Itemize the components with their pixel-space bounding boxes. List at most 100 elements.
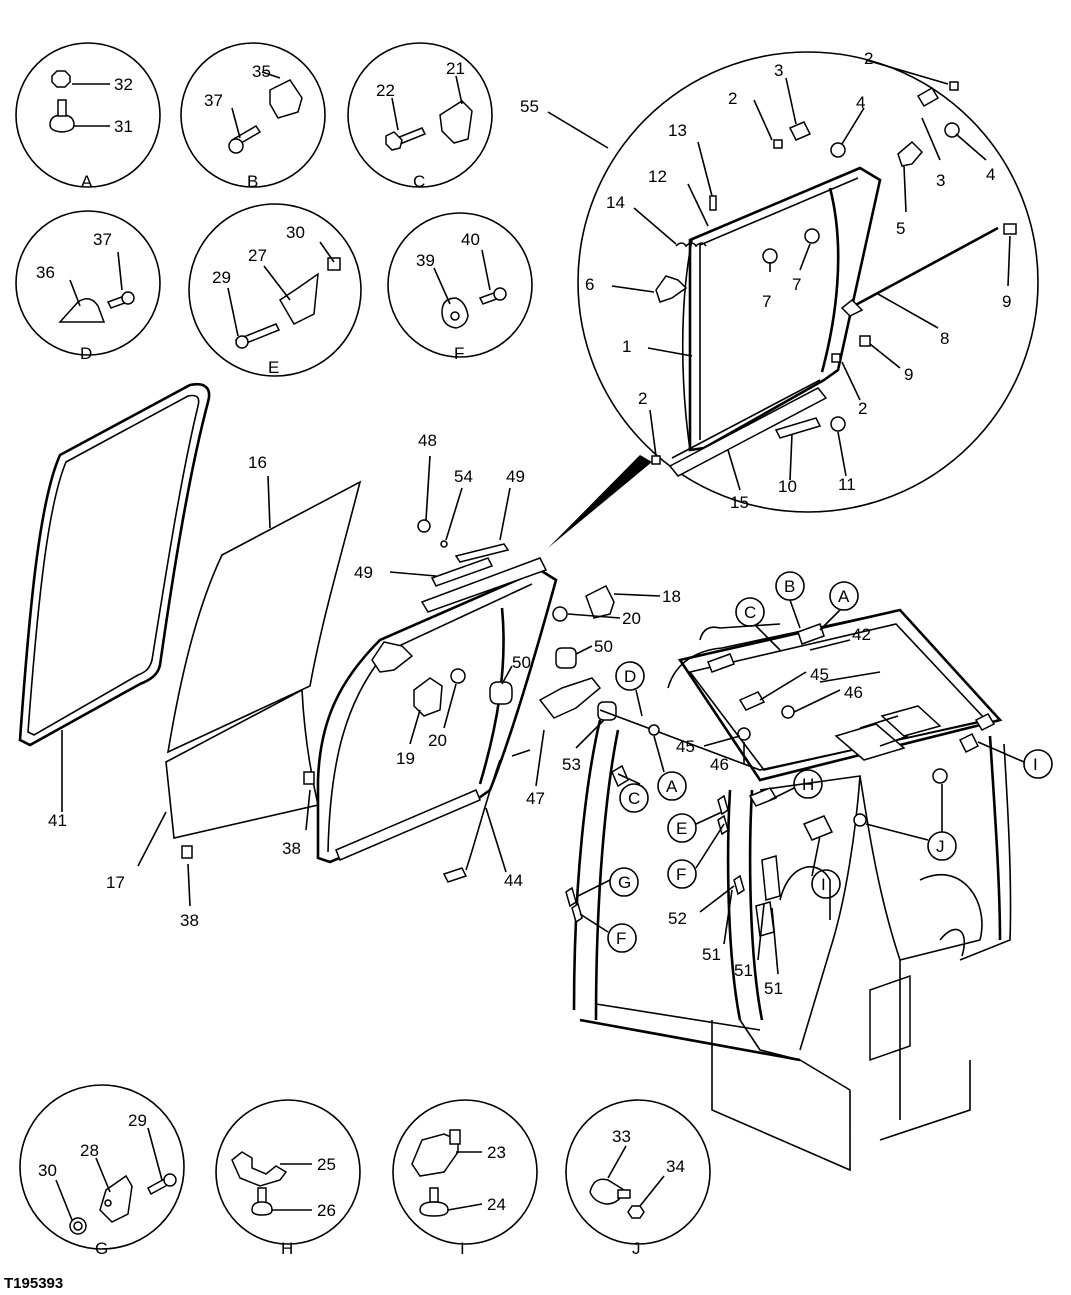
detail-label-a: A <box>81 172 93 191</box>
callout-55-2b: 2 <box>728 89 737 108</box>
callout-29-e: 29 <box>212 268 231 287</box>
callout-24: 24 <box>487 1195 506 1214</box>
detail-label-h: H <box>281 1239 293 1258</box>
callout-55-2a: 2 <box>864 49 873 68</box>
callout-55-15: 15 <box>730 493 749 512</box>
detail-circle-g: 30 28 29 G <box>19 1084 185 1258</box>
callout-55-9a: 9 <box>1002 292 1011 311</box>
cab-callout-52: 52 <box>668 909 687 928</box>
callout-55-7a: 7 <box>762 292 771 311</box>
cab-callout-45-a: 45 <box>810 665 829 684</box>
callout-50-b: 50 <box>512 653 531 672</box>
callout-55-5: 5 <box>896 219 905 238</box>
cab-callout-46-b: 46 <box>710 755 729 774</box>
callout-55-4a: 4 <box>856 93 865 112</box>
callout-55-12: 12 <box>648 167 667 186</box>
cab-structure: C B A 42 45 46 45 46 D A C H E F G F I I… <box>565 571 1053 1172</box>
callout-55-3b: 3 <box>936 171 945 190</box>
cab-callout-g: G <box>618 873 631 892</box>
callout-49-a: 49 <box>506 467 525 486</box>
cab-callout-i-center: I <box>821 875 826 894</box>
callout-16: 16 <box>248 453 267 472</box>
cab-callout-j: J <box>936 837 945 856</box>
callout-25: 25 <box>317 1155 336 1174</box>
callout-55-9b: 9 <box>904 365 913 384</box>
cab-callout-e: E <box>676 819 687 838</box>
cab-callout-51-a: 51 <box>702 945 721 964</box>
callout-40: 40 <box>461 230 480 249</box>
callout-55-4b: 4 <box>986 165 995 184</box>
callout-38-b: 38 <box>180 911 199 930</box>
callout-55-2d: 2 <box>638 389 647 408</box>
callout-41: 41 <box>48 811 67 830</box>
detail-label-c: C <box>413 172 425 191</box>
callout-47: 47 <box>526 789 545 808</box>
detail-label-g: G <box>95 1239 108 1258</box>
callout-39: 39 <box>416 251 435 270</box>
detail-circle-i: 23 24 I <box>392 1099 538 1258</box>
detail-circle-b: 35 37 B <box>180 42 326 191</box>
detail-circle-c: 21 22 C <box>347 42 493 191</box>
cab-callout-45-b: 45 <box>676 737 695 756</box>
callout-34: 34 <box>666 1157 685 1176</box>
cab-callout-a-top: A <box>838 587 850 606</box>
cab-callout-f-right: F <box>676 865 686 884</box>
figure-reference: T195393 <box>4 1275 63 1292</box>
callout-55-10: 10 <box>778 477 797 496</box>
door-seal-41: 41 <box>18 382 211 830</box>
door-frame: 48 54 49 49 18 20 50 50 19 20 53 47 44 <box>316 431 681 890</box>
detail-circle-f: 39 40 F <box>387 212 533 363</box>
callout-55-14: 14 <box>606 193 625 212</box>
detail-circle-e: 30 27 29 E <box>188 203 362 377</box>
callout-31: 31 <box>114 117 133 136</box>
cab-callout-46-a: 46 <box>844 683 863 702</box>
cab-callout-d: D <box>624 667 636 686</box>
callout-28: 28 <box>80 1141 99 1160</box>
detail-label-f: F <box>454 344 464 363</box>
detail-label-b: B <box>247 172 258 191</box>
callout-27: 27 <box>248 246 267 265</box>
callout-32: 32 <box>114 75 133 94</box>
callout-55-3a: 3 <box>774 61 783 80</box>
callout-22: 22 <box>376 81 395 100</box>
cab-callout-51-c: 51 <box>764 979 783 998</box>
detail-circle-d: 36 37 D <box>15 210 161 363</box>
detail-label-j: J <box>632 1239 641 1258</box>
callout-55: 55 <box>520 97 539 116</box>
callout-20-a: 20 <box>622 609 641 628</box>
callout-26: 26 <box>317 1201 336 1220</box>
callout-35: 35 <box>252 62 271 81</box>
callout-55-2c: 2 <box>858 399 867 418</box>
door-glass: 16 17 38 38 <box>106 453 362 930</box>
callout-55-13: 13 <box>668 121 687 140</box>
callout-50-a: 50 <box>594 637 613 656</box>
callout-23: 23 <box>487 1143 506 1162</box>
callout-55-8: 8 <box>940 329 949 348</box>
callout-30-g: 30 <box>38 1161 57 1180</box>
callout-53: 53 <box>562 755 581 774</box>
cab-callout-42: 42 <box>852 625 871 644</box>
detail-circle-55: 55 <box>520 49 1039 548</box>
callout-55-7b: 7 <box>792 275 801 294</box>
cab-callout-b: B <box>784 577 795 596</box>
callout-55-11: 11 <box>838 475 856 494</box>
callout-55-1: 1 <box>622 337 631 356</box>
detail-circle-a: 32 31 A <box>15 42 161 191</box>
detail-label-i: I <box>460 1239 465 1258</box>
callout-17: 17 <box>106 873 125 892</box>
cab-callout-i-right: I <box>1033 755 1038 774</box>
callout-37-d: 37 <box>93 230 112 249</box>
callout-33: 33 <box>612 1127 631 1146</box>
cab-callout-c-top: C <box>744 603 756 622</box>
cab-callout-f-left: F <box>616 929 626 948</box>
callout-19: 19 <box>396 749 415 768</box>
cab-callout-h: H <box>802 775 814 794</box>
cab-callout-a-left: A <box>666 777 678 796</box>
callout-36: 36 <box>36 263 55 282</box>
callout-49-b: 49 <box>354 563 373 582</box>
callout-48: 48 <box>418 431 437 450</box>
callout-37-b: 37 <box>204 91 223 110</box>
cab-callout-51-b: 51 <box>734 961 753 980</box>
callout-18: 18 <box>662 587 681 606</box>
